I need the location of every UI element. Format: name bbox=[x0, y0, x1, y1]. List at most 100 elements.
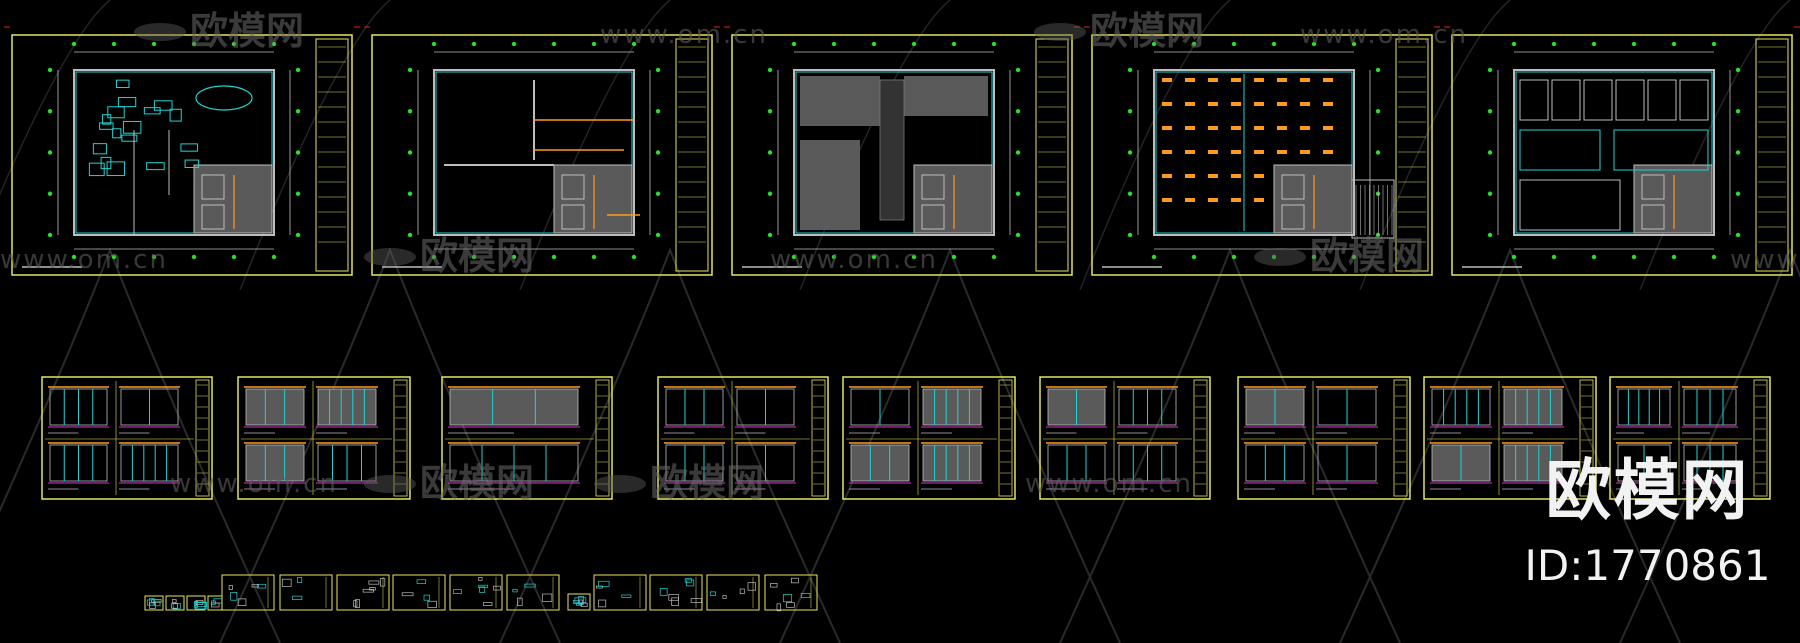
detail-element bbox=[210, 600, 216, 605]
elevation-sheet bbox=[842, 376, 1016, 500]
furniture bbox=[146, 162, 165, 171]
watermark-url: www.om.cn bbox=[770, 245, 938, 275]
ceiling-panel bbox=[1519, 129, 1601, 171]
light-fixture bbox=[1185, 198, 1195, 202]
axis-marker bbox=[511, 254, 517, 260]
axis-marker bbox=[1127, 191, 1133, 196]
detail-element bbox=[453, 589, 462, 594]
elevation-sheet bbox=[441, 376, 613, 500]
detail-element bbox=[151, 599, 162, 603]
elevator-shaft bbox=[921, 174, 945, 200]
detail-sheet bbox=[165, 595, 185, 611]
plan-inner-wall bbox=[1155, 71, 1353, 234]
floor-tile-area bbox=[800, 76, 880, 126]
axis-marker bbox=[111, 254, 117, 260]
brand-name: 欧模网 bbox=[1545, 452, 1750, 529]
ceiling-panel bbox=[1519, 179, 1621, 231]
axis-marker bbox=[407, 67, 413, 73]
light-fixture bbox=[1323, 126, 1333, 130]
axis-marker bbox=[767, 232, 773, 238]
plan-sheet bbox=[724, 26, 1080, 276]
sheet-frame bbox=[567, 593, 591, 611]
light-fixture bbox=[1323, 150, 1333, 154]
watermark-logo-icon bbox=[1254, 248, 1306, 266]
sheet-frame bbox=[657, 376, 829, 500]
elevation-sheet bbox=[1423, 376, 1597, 500]
detail-element bbox=[686, 579, 695, 587]
watermark-url: www.om.cn bbox=[1730, 245, 1800, 275]
watermark-logo-icon bbox=[364, 248, 416, 266]
detail-element bbox=[479, 586, 486, 593]
detail-element bbox=[210, 602, 220, 608]
detail-sheet bbox=[506, 574, 560, 611]
detail-sheet bbox=[207, 595, 223, 611]
watermark-arc bbox=[1339, 247, 1681, 643]
axis-marker bbox=[1487, 109, 1493, 114]
axis-marker bbox=[47, 67, 53, 73]
axis-marker bbox=[407, 191, 413, 196]
title-block bbox=[315, 38, 349, 272]
detail-element bbox=[770, 583, 778, 588]
plan-sheet bbox=[1444, 26, 1800, 276]
detail-sheet bbox=[392, 574, 446, 611]
axis-marker bbox=[1375, 232, 1381, 238]
axis-marker bbox=[1735, 191, 1741, 196]
axis-marker bbox=[71, 41, 77, 47]
title-block bbox=[393, 379, 408, 497]
furniture bbox=[99, 122, 114, 130]
detail-element bbox=[659, 588, 668, 596]
legend-table bbox=[1351, 179, 1395, 239]
axis-marker bbox=[511, 41, 517, 47]
sheet-frame bbox=[506, 574, 560, 611]
axis-marker bbox=[1015, 191, 1021, 196]
brand-id: ID:1770861 bbox=[1524, 541, 1771, 590]
axis-marker bbox=[591, 254, 597, 260]
axis-marker bbox=[767, 150, 773, 155]
axis-marker bbox=[1671, 41, 1677, 47]
axis-marker bbox=[295, 232, 301, 238]
watermark-url: www.om.cn bbox=[0, 245, 168, 275]
watermark-url: www.om.cn bbox=[170, 469, 338, 499]
sheet-frame bbox=[449, 574, 503, 611]
light-fixture bbox=[1208, 78, 1218, 82]
sheet-frame bbox=[165, 595, 185, 611]
axis-marker bbox=[231, 254, 237, 260]
detail-element bbox=[423, 594, 431, 601]
furniture bbox=[106, 161, 126, 177]
ceiling-panel bbox=[1615, 79, 1645, 121]
sheet-frame bbox=[649, 574, 703, 611]
light-fixture bbox=[1185, 150, 1195, 154]
ceiling-panel bbox=[1583, 79, 1613, 121]
axis-marker bbox=[1351, 254, 1357, 260]
elevator-shaft bbox=[1281, 174, 1305, 200]
detail-element bbox=[478, 584, 489, 588]
axis-marker bbox=[1015, 150, 1021, 155]
axis-marker bbox=[831, 41, 837, 47]
axis-marker bbox=[1375, 67, 1381, 73]
detail-sheet bbox=[649, 574, 703, 611]
elevation-sheet bbox=[1039, 376, 1211, 500]
furniture bbox=[143, 107, 161, 115]
sheet-frame bbox=[441, 376, 613, 500]
elevator-shaft bbox=[1641, 174, 1665, 200]
detail-sheet bbox=[221, 574, 275, 611]
furniture bbox=[112, 128, 122, 139]
light-fixture bbox=[1185, 78, 1195, 82]
detail-element bbox=[684, 578, 692, 583]
elevation-wall bbox=[1047, 444, 1106, 482]
axis-marker bbox=[911, 41, 917, 47]
plan-inner-wall bbox=[795, 71, 993, 234]
furniture bbox=[107, 106, 125, 119]
elevation-wall bbox=[1503, 444, 1563, 482]
watermark-arc bbox=[519, 0, 671, 291]
elevation-wall bbox=[665, 388, 724, 426]
watermark-logo: 欧模网 bbox=[420, 234, 534, 278]
axis-marker bbox=[1551, 254, 1557, 260]
sheet-frame bbox=[392, 574, 446, 611]
axis-marker bbox=[151, 254, 157, 260]
axis-marker bbox=[271, 41, 277, 47]
watermark-arc bbox=[1619, 247, 1800, 643]
elevation-sheet bbox=[41, 376, 213, 500]
